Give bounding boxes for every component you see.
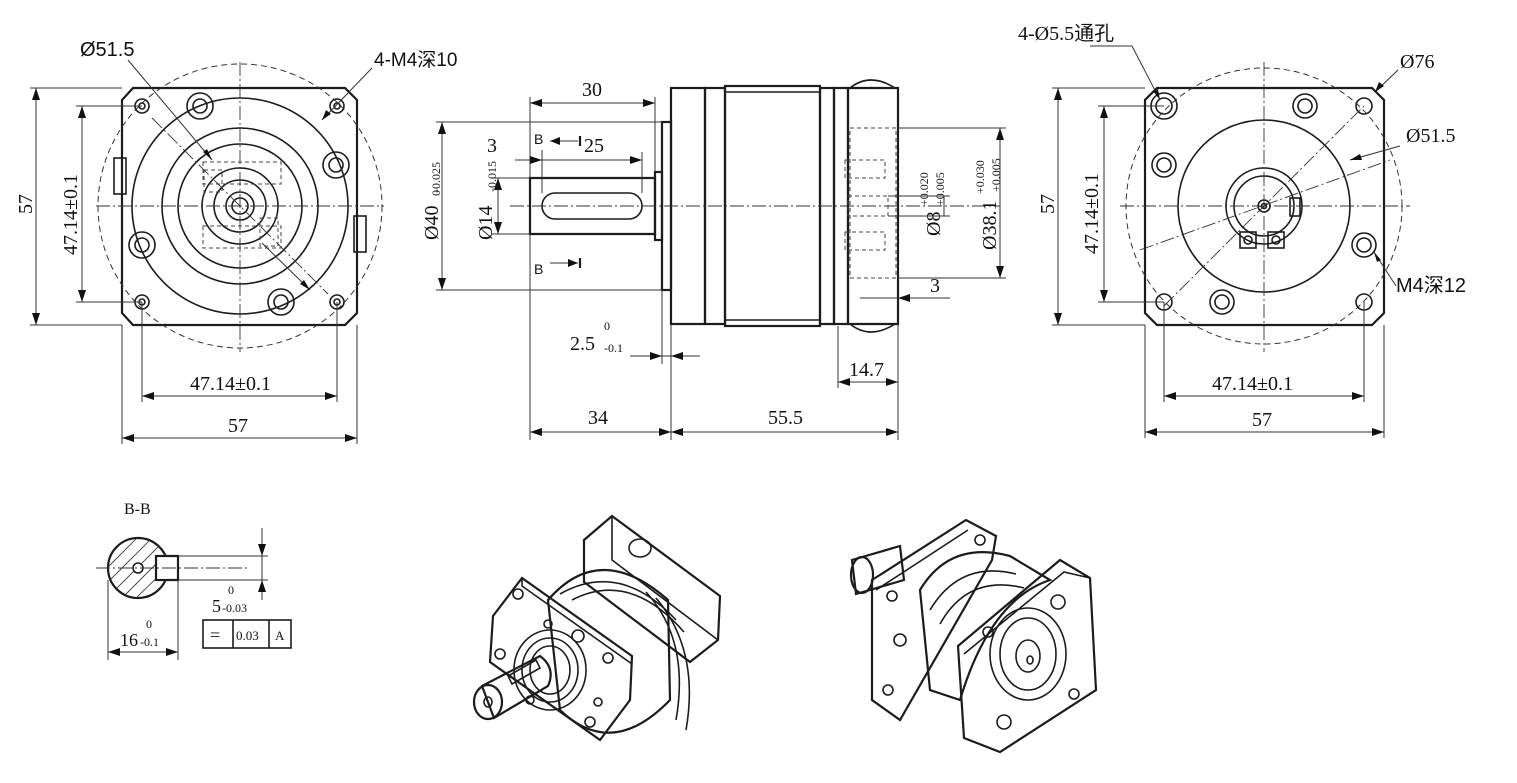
front-width-dim: 57 [228,415,248,437]
side-dia-shaft: Ø14 [475,206,497,240]
rear-bolt-h-dim: 47.14±0.1 [1212,373,1293,395]
rear-width-dim: 57 [1252,409,1272,431]
svg-text:0: 0 [604,319,610,333]
rear-view: 4-Ø5.5通孔 Ø76 Ø51.5 M4深12 57 47.14±0.1 47… [1018,22,1466,438]
section-tol-key-lower: -0.03 [222,601,247,615]
isometric-view-rear [849,518,1098,754]
front-bore-callout: Ø51.5 [80,39,134,61]
svg-text:0: 0 [429,190,443,196]
tolerance-symbol: = [210,625,220,645]
isometric-view-front [472,514,722,742]
tolerance-datum: A [275,628,285,643]
side-pilot-dim: 2.5 [570,333,595,355]
side-view: B B 30 3 25 Ø40 0 -0.025 Ø14 [421,79,1006,440]
side-tol-shaft-lower: -0.015 [485,161,499,192]
rear-through-callout: 4-Ø5.5通孔 [1018,22,1114,45]
rear-height-dim: 57 [1037,194,1059,214]
rear-bolt-v-dim: 47.14±0.1 [1081,173,1103,254]
side-tol-bore-lower: +0.005 [989,158,1003,192]
side-dia-bore: Ø38.1 [979,201,1001,250]
front-bolt-h-dim: 47.14±0.1 [190,373,271,395]
tolerance-value: 0.03 [236,628,259,643]
iso2-rear-block [956,558,1098,754]
side-tol-input-lower: +0.005 [933,172,947,206]
side-key-offset: 3 [487,135,497,157]
side-tol-flange-lower: -0.025 [429,162,443,193]
side-input-length: 14.7 [849,359,884,381]
svg-text:0: 0 [146,617,152,631]
front-height-dim: 57 [15,194,37,214]
front-m4-hole [186,92,214,120]
svg-text:0: 0 [228,583,234,597]
side-dia-input: Ø8 [923,212,945,236]
side-dim-55-5: 55.5 [768,407,803,429]
tolerance-frame [202,619,292,649]
side-key-length: 25 [584,135,604,157]
section-tol-h-lower: -0.1 [140,635,159,649]
side-dia-flange: Ø40 [421,206,443,240]
front-bolt-v-dim: 47.14±0.1 [60,174,82,255]
side-tol-input-upper: +0.020 [917,172,931,206]
section-bb: B-B 5 0 -0.03 16 0 -0.1 = 0.03 A [96,501,292,660]
front-view: Ø51.5 4-M4深10 57 47.14±0.1 47.14±0.1 57 [15,39,457,444]
rear-flange-outline [1143,86,1386,327]
section-bb-title: B-B [124,501,151,518]
side-tol-bore-upper: +0.030 [973,160,987,194]
side-dim-34: 34 [588,407,608,429]
rear-bore-callout: Ø51.5 [1406,125,1455,147]
front-holes-callout: 4-M4深10 [374,49,457,71]
side-tol-pilot-lower: -0.1 [604,341,623,355]
rear-pcd-callout: Ø76 [1400,51,1434,73]
section-mark-top: B [534,131,543,147]
side-depth-3: 3 [930,275,940,297]
rear-m4-callout: M4深12 [1396,274,1466,297]
section-height-dim: 16 [120,630,138,650]
side-output-shaft [528,176,657,236]
side-shaft-length: 30 [582,79,602,101]
section-key-dim: 5 [212,596,221,616]
iso2-flange [870,518,998,722]
section-mark-bottom: B [534,261,543,277]
